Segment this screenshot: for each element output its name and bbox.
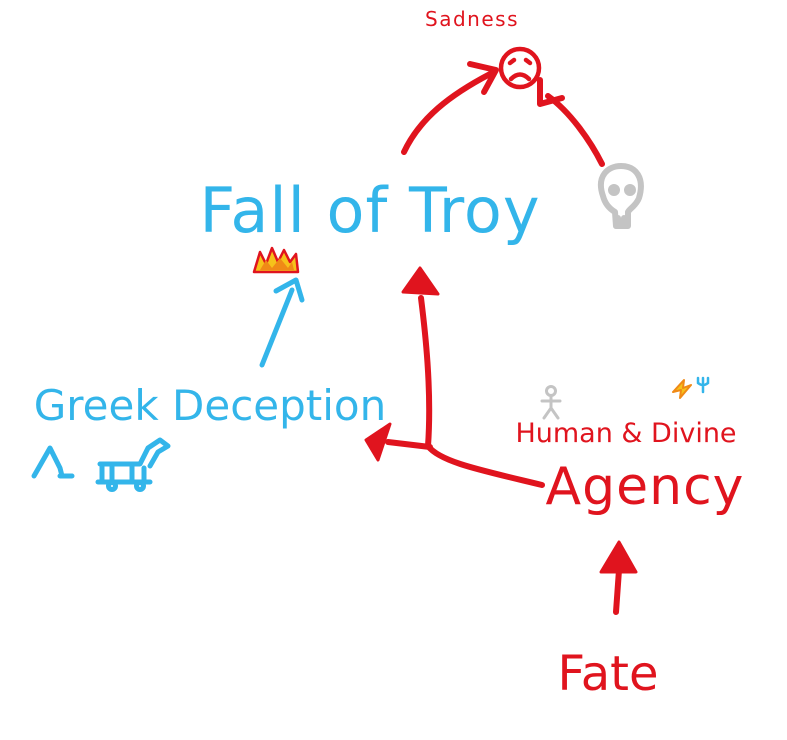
node-greek-deception: Greek Deception [31,381,386,492]
edge-fate-to-agency-arrowhead [599,540,638,574]
fire-icon [252,246,300,274]
lightning-bolt-icon [672,379,692,399]
edge-agency-to-greek-deception-arrowhead [364,422,392,462]
edge-fall-of-troy-to-sadness-arrowhead [467,61,499,95]
edge-agency-to-fall-of-troy [418,295,545,488]
skull-icon [598,163,644,229]
edge-greek-deception-to-fall-of-troy [259,287,295,368]
edge-fate-to-agency [613,567,622,615]
edge-skull-to-sadness-arrowhead [537,77,565,107]
trident-icon [696,376,710,394]
edge-agency-to-greek-deception [385,439,433,450]
human-divine-label: Human & Divine [515,418,736,449]
fate-label: Fate [558,646,659,702]
node-human-divine: Human & Divine [515,376,737,449]
edge-skull-to-sadness [545,93,605,167]
edge-agency-to-fall-of-troy-arrowhead [401,266,440,296]
node-fate: Fate [558,646,659,702]
stick-figure-icon [540,385,562,420]
edges [259,61,638,615]
agency-label: Agency [546,457,745,517]
node-fall-of-troy: Fall of Troy [199,174,540,274]
node-agency: Agency [546,457,745,517]
greek-deception-label: Greek Deception [34,381,386,430]
greek-helmet-icon [31,445,75,479]
edge-fall-of-troy-to-sadness [401,71,493,155]
fall-of-troy-label: Fall of Troy [199,174,540,247]
node-sadness: Sadness [425,7,542,90]
sadness-label: Sadness [425,7,519,31]
edge-greek-deception-to-fall-of-troy-arrowhead [273,277,305,303]
sad-face-icon [498,46,542,90]
trojan-horse-icon [95,437,171,492]
